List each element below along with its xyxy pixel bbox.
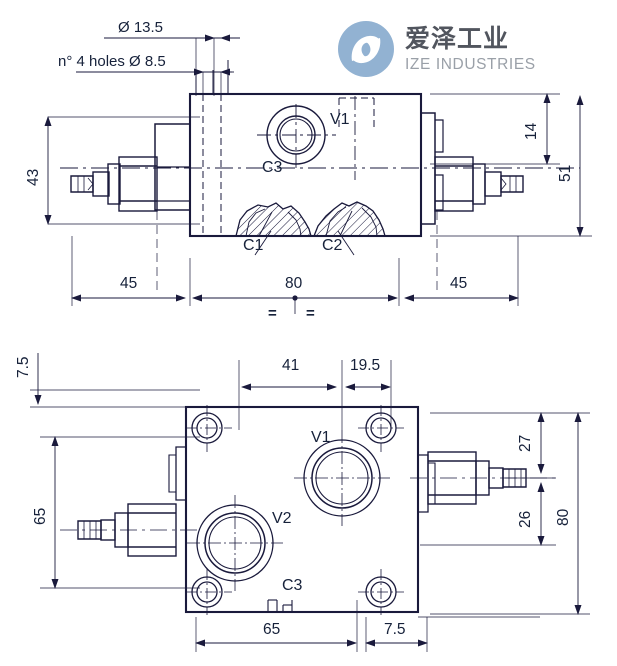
note-counterbore-diameter: Ø 13.5 bbox=[118, 19, 164, 36]
port-label-v2-top: V2 bbox=[272, 510, 292, 527]
dim-front-right-total: 51 bbox=[557, 164, 574, 182]
dim-top-right-total: 80 bbox=[555, 508, 572, 526]
brand-logo: 爱泽工业 IZE INDUSTRIES bbox=[338, 16, 563, 82]
port-label-v1-top: V1 bbox=[311, 429, 331, 446]
dim-top-left-offset: 7.5 bbox=[15, 356, 32, 378]
dim-top-right-lower: 26 bbox=[517, 510, 534, 528]
brand-name-en: IZE INDUSTRIES bbox=[405, 55, 536, 73]
dim-top-left-height: 65 bbox=[32, 507, 49, 525]
brand-name-cn: 爱泽工业 bbox=[405, 23, 510, 53]
dim-top-bottom-left: 65 bbox=[263, 621, 281, 638]
brand-text: 爱泽工业 IZE INDUSTRIES bbox=[405, 26, 536, 73]
port-label-v1-front: V1 bbox=[330, 111, 350, 128]
dim-front-bottom-center: 80 bbox=[285, 275, 303, 292]
ize-circle-logo-icon bbox=[338, 21, 394, 77]
dim-top-right: 19.5 bbox=[350, 357, 381, 374]
dim-front-bottom-right: 45 bbox=[450, 275, 468, 292]
dim-top-mid: 41 bbox=[282, 357, 300, 374]
symmetry-mark-left: = bbox=[268, 305, 277, 322]
dim-front-bottom-left: 45 bbox=[120, 275, 138, 292]
port-label-c3-front: C3 bbox=[262, 159, 283, 176]
dim-front-left-height: 43 bbox=[25, 168, 42, 186]
dim-top-bottom-right: 7.5 bbox=[384, 621, 406, 638]
note-hole-count-diameter: n° 4 holes Ø 8.5 bbox=[58, 53, 166, 70]
port-label-c2-front: C2 bbox=[322, 237, 343, 254]
port-label-c3-top: C3 bbox=[282, 577, 303, 594]
dim-front-right-upper: 14 bbox=[523, 122, 540, 140]
dim-top-right-upper: 27 bbox=[517, 434, 534, 452]
logo-glyph-icon bbox=[351, 35, 381, 64]
symmetry-mark-right: = bbox=[306, 305, 315, 322]
port-label-c1-front: C1 bbox=[243, 237, 264, 254]
